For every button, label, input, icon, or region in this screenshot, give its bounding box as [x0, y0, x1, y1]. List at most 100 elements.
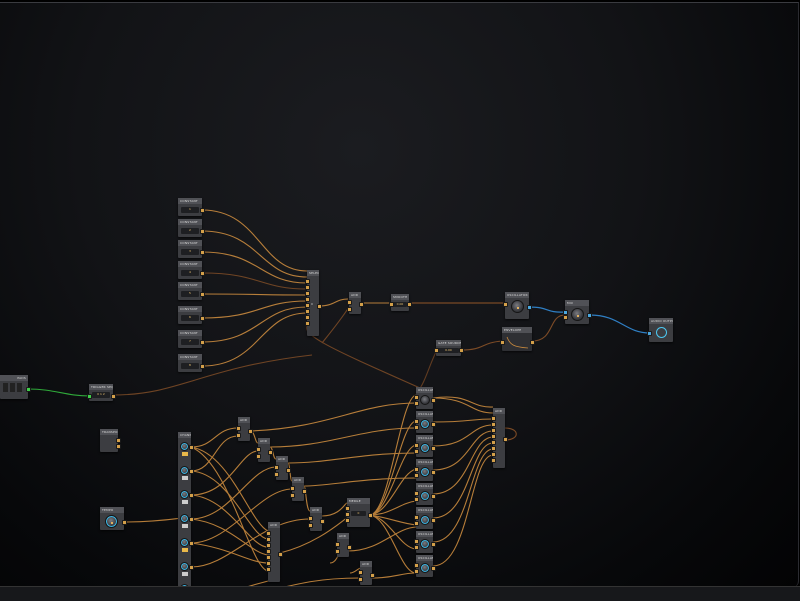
channel-toggle-6[interactable]: [182, 572, 188, 576]
input-port[interactable]: [414, 569, 419, 574]
input-port[interactable]: [434, 348, 439, 353]
output-port[interactable]: [200, 229, 205, 234]
constant-value[interactable]: 6: [181, 315, 199, 321]
output-port[interactable]: [459, 348, 464, 353]
output-port[interactable]: [189, 469, 194, 474]
voice-node-8[interactable]: OSCILLATOR: [414, 555, 436, 577]
input-port[interactable]: [256, 454, 261, 459]
input-port[interactable]: [335, 542, 340, 547]
smooth-node[interactable]: SMOOTH 0.00: [389, 294, 412, 311]
output-port[interactable]: [286, 468, 291, 473]
output-port[interactable]: [122, 520, 127, 525]
output-port[interactable]: [200, 364, 205, 369]
constant-value[interactable]: 3: [181, 249, 199, 255]
add-node-chain-4[interactable]: ADD: [290, 477, 307, 501]
input-port[interactable]: [414, 449, 419, 454]
frequency-knob[interactable]: [511, 300, 524, 313]
output-port[interactable]: [431, 446, 436, 451]
input-port[interactable]: [266, 567, 271, 572]
input-port[interactable]: [266, 543, 271, 548]
output-port[interactable]: [200, 340, 205, 345]
output-port[interactable]: [587, 313, 592, 318]
input-port[interactable]: [491, 446, 496, 451]
input-port[interactable]: [491, 440, 496, 445]
input-port[interactable]: [345, 518, 350, 523]
channel-toggle-5[interactable]: [182, 548, 188, 552]
input-port[interactable]: [414, 521, 419, 526]
input-port[interactable]: [503, 302, 508, 307]
output-port[interactable]: [527, 305, 532, 310]
channel-toggle-1[interactable]: [182, 452, 188, 456]
channel-knob-6[interactable]: [180, 562, 189, 571]
input-port[interactable]: [87, 394, 92, 399]
input-port[interactable]: [414, 473, 419, 478]
input-port[interactable]: [305, 321, 310, 326]
input-port[interactable]: [491, 416, 496, 421]
channel-knob-4[interactable]: [180, 514, 189, 523]
output-port[interactable]: [431, 422, 436, 427]
add-node-chain-7[interactable]: ADD: [358, 561, 375, 585]
input-port[interactable]: [266, 537, 271, 542]
output-port[interactable]: [302, 489, 307, 494]
output-port[interactable]: [189, 517, 194, 522]
transport-node[interactable]: TRANSPORT: [100, 429, 121, 452]
output-port[interactable]: [200, 292, 205, 297]
smooth-value[interactable]: 0.00: [393, 302, 407, 307]
add-node-top[interactable]: ADD: [347, 292, 364, 314]
gate-value[interactable]: 0.00: [438, 348, 459, 353]
input-port[interactable]: [236, 433, 241, 438]
add-node-chain-3[interactable]: ADD: [274, 456, 291, 480]
input-port[interactable]: [345, 512, 350, 517]
input-port[interactable]: [308, 523, 313, 528]
input-port[interactable]: [491, 434, 496, 439]
constant-value[interactable]: 1: [181, 207, 199, 213]
oscillator-node[interactable]: OSCILLATOR: [503, 292, 532, 319]
voice-node-6[interactable]: OSCILLATOR: [414, 507, 436, 529]
input-port[interactable]: [266, 549, 271, 554]
output-port[interactable]: [248, 429, 253, 434]
add-node-multi[interactable]: ADD: [266, 522, 283, 582]
output-port[interactable]: [116, 444, 121, 449]
input-port[interactable]: [414, 419, 419, 424]
input-port[interactable]: [305, 285, 310, 290]
output-port[interactable]: [200, 316, 205, 321]
input-port[interactable]: [491, 458, 496, 463]
input-port[interactable]: [414, 491, 419, 496]
mix-node[interactable]: MIX: [563, 300, 592, 324]
constant-value[interactable]: 7: [181, 339, 199, 345]
voice-knob[interactable]: [420, 563, 430, 573]
sum-node[interactable]: ADD: [491, 408, 508, 468]
pads-node[interactable]: PADS: [0, 375, 31, 399]
input-port[interactable]: [389, 302, 394, 307]
input-port[interactable]: [347, 307, 352, 312]
tempo-node[interactable]: TEMPO: [100, 507, 127, 530]
input-port[interactable]: [335, 549, 340, 554]
output-port[interactable]: [431, 518, 436, 523]
output-port[interactable]: [200, 208, 205, 213]
output-port[interactable]: [407, 302, 412, 307]
input-port[interactable]: [305, 315, 310, 320]
trigger-seq-node[interactable]: TRIGGER SEQ 0 1 2: [87, 384, 116, 401]
pad-button-2[interactable]: [10, 383, 15, 392]
output-port[interactable]: [368, 513, 373, 518]
voice-knob[interactable]: [420, 515, 430, 525]
voice-knob[interactable]: [420, 395, 430, 405]
input-port[interactable]: [305, 291, 310, 296]
input-port[interactable]: [414, 443, 419, 448]
input-port[interactable]: [491, 428, 496, 433]
output-port[interactable]: [189, 541, 194, 546]
output-port[interactable]: [431, 542, 436, 547]
channel-strip-node[interactable]: CHANNEL: [178, 432, 194, 587]
input-port[interactable]: [491, 422, 496, 427]
output-port[interactable]: [320, 519, 325, 524]
input-port[interactable]: [414, 425, 419, 430]
constant-value[interactable]: 5: [181, 291, 199, 297]
voice-node-5[interactable]: OSCILLATOR: [414, 483, 436, 505]
input-port[interactable]: [414, 467, 419, 472]
